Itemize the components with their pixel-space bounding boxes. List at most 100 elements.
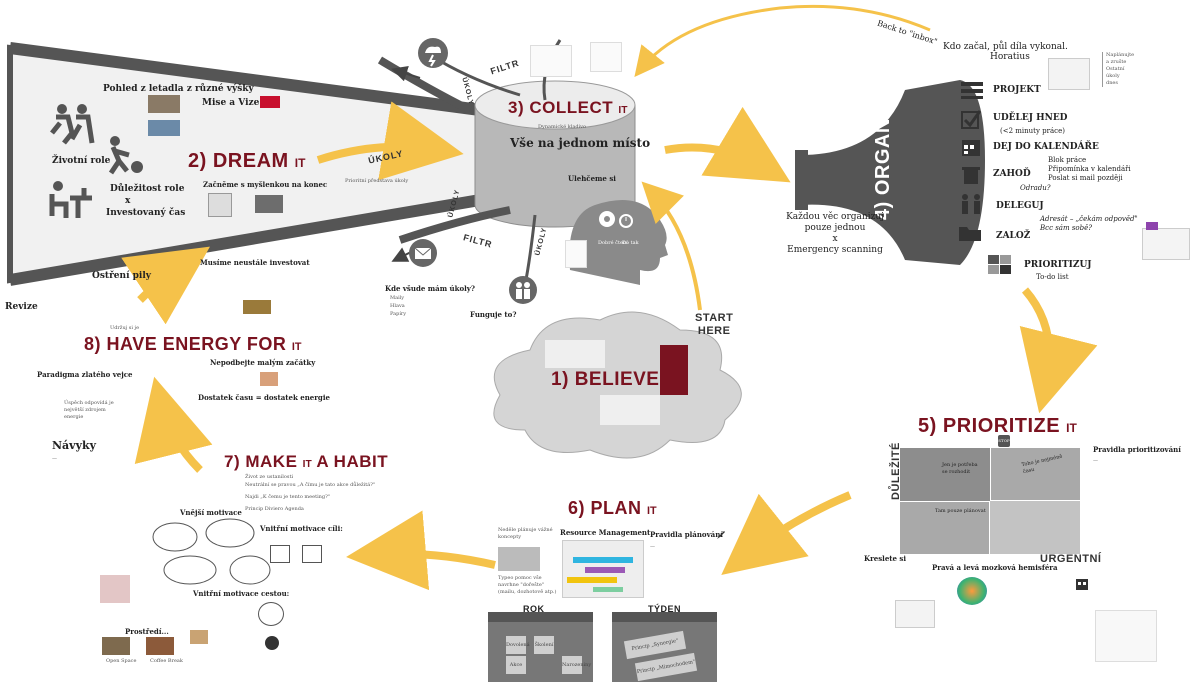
brain-hemispheres: Pravá a levá mozková hemisféra xyxy=(932,563,1058,572)
energy-photo xyxy=(243,300,271,314)
side-note-0: Naplánujte xyxy=(1106,52,1135,58)
simplify-label: Ulehčeme si xyxy=(568,174,616,183)
food-photo xyxy=(190,630,208,644)
review-label: Revize xyxy=(5,302,38,312)
checkbox-icon xyxy=(961,110,982,129)
dream-label: DREAM xyxy=(212,150,289,172)
where-item-2: Papíry xyxy=(390,311,407,317)
energy-title: 8) HAVE ENERGY FOR IT xyxy=(84,334,302,355)
start-here: START HERE xyxy=(695,312,733,338)
brain-image xyxy=(957,577,987,605)
organize-prioritize-note: To-do list xyxy=(1036,273,1069,281)
habit-title: 7) MAKE IT A HABIT xyxy=(224,452,388,472)
important-roles: Důležitost role xyxy=(110,184,185,194)
app-badge xyxy=(1146,222,1158,230)
dream-title: 2) DREAM IT xyxy=(188,150,305,173)
works-question: Funguje to? xyxy=(470,310,517,319)
inner-goal: Vnitřní motivace cíli: xyxy=(260,524,343,533)
where-tasks: Kde všude mám úkoly? xyxy=(385,284,475,293)
collect-cylinder xyxy=(474,80,636,228)
stopwatch-icon xyxy=(619,214,633,228)
collect-heading: Vše na jednom místo xyxy=(510,136,651,150)
energy-quote: Úspěch odpovídá je největší zdrojem ener… xyxy=(64,400,114,420)
organize-trash: ZAHOĎ xyxy=(993,169,1031,179)
q3-text: Tam pouze plánovat xyxy=(935,508,986,514)
head-note-1: Do tak xyxy=(622,240,639,246)
habit-suffix: IT xyxy=(302,459,312,470)
wheel-icon-1 xyxy=(270,545,290,563)
arrow-dream-collect xyxy=(316,101,464,181)
q1-text: Jen je potřeba se rozhodit xyxy=(942,462,978,475)
energy-more: Udržuj si je xyxy=(110,325,140,331)
prioritize-suffix: IT xyxy=(1066,421,1077,435)
mail-icon xyxy=(409,239,437,267)
dream-num: 2) xyxy=(188,150,207,172)
must-invest: Musíme neustále investovat xyxy=(200,258,310,267)
circle-diagram xyxy=(258,602,284,626)
habit-rule: Princip Diviero Agenda xyxy=(245,506,304,512)
enough-time: Dostatek času = dostatek energie xyxy=(198,393,330,402)
people-running-icon xyxy=(50,104,95,145)
horatius-quote: Kdo začal, půl díla vykonal. xyxy=(943,42,1068,52)
mission-heading: Mise a Vize xyxy=(202,98,260,108)
organize-suffix: IT xyxy=(878,68,892,80)
dream-heading: Pohled z letadla z různé výšky xyxy=(103,84,254,94)
organize-thumb xyxy=(1048,58,1090,90)
paradigm: Paradigma zlatého vejce xyxy=(37,370,133,379)
organize-calendar: DEJ DO KALENDÁŘE xyxy=(993,142,1099,152)
funnel-text-2: x xyxy=(832,234,838,244)
prioritize-rules: Pravidla prioritizování xyxy=(1093,445,1181,454)
arrow-collect-organize xyxy=(664,106,791,183)
life-roles-label: Životní role xyxy=(52,156,111,166)
small-steps: Nepodbejte malým začátky xyxy=(210,358,316,367)
outer-motivation: Vnější motivace xyxy=(180,508,242,517)
organize-label: ORGANIZE xyxy=(872,85,894,196)
email-thumb xyxy=(1142,228,1190,260)
funnel-text: Každou věc organizuj pouze jednou x Emer… xyxy=(775,212,895,256)
family-icon xyxy=(509,276,537,304)
year-cell-3: Narozeniny xyxy=(562,656,591,674)
habit-tail: A HABIT xyxy=(316,452,389,471)
believe-label: BELIEVE xyxy=(574,369,660,390)
filter-note: Prioritní představa úkoly xyxy=(345,178,409,184)
notebook-note: Neděle plánuje vážné koncepty xyxy=(498,527,553,540)
arrow-prioritize-plan xyxy=(721,491,852,575)
organize-delegate-note: Adresát – „čekám odpověď" Bcc sám sobě? xyxy=(1040,215,1138,232)
funeral-photo xyxy=(255,195,283,213)
gantt-chart xyxy=(562,540,644,598)
year-cell-0: Dovolená xyxy=(506,636,530,654)
arrow-energy-dream xyxy=(121,246,210,325)
resource-management: Resource Management xyxy=(560,528,651,537)
organize-now: UDĚLEJ HNED xyxy=(993,113,1068,123)
gravestone-photo xyxy=(208,193,232,217)
draw-yourself: Kreslete si xyxy=(864,554,907,563)
organize-project: PROJEKT xyxy=(993,85,1041,95)
important-axis: DŮLEŽITÉ xyxy=(890,442,902,500)
desk-worker-icon xyxy=(49,181,92,218)
open-space-photo xyxy=(102,637,130,655)
storm-cloud-icon xyxy=(418,38,448,68)
collect-suffix: IT xyxy=(618,105,628,116)
inner-path: Vnitřní motivace cestou: xyxy=(193,589,290,598)
prioritize-label: PRIORITIZE xyxy=(942,415,1061,437)
organize-funnel xyxy=(800,80,985,265)
year-label: ROK xyxy=(523,604,545,614)
start-with-end: Začněme s myšlenkou na konec xyxy=(203,180,328,189)
habits-heading: Návyky xyxy=(52,439,96,452)
habit-neutral: Neutrální se pravou „A čímu je tato akce… xyxy=(245,482,376,488)
stop-sign: STOP xyxy=(998,435,1010,447)
coffee-photo xyxy=(146,637,174,655)
plan-label: PLAN xyxy=(590,498,642,518)
collect-num: 3) xyxy=(508,98,525,117)
wheel-icon-2 xyxy=(302,545,322,563)
where-item-1: Hlava xyxy=(390,303,405,309)
arrow-inbox xyxy=(634,4,931,78)
arrow-believe-collect xyxy=(641,181,702,311)
calendar-icon xyxy=(962,140,980,156)
believe-slide-1 xyxy=(545,340,605,368)
habits-text: — xyxy=(52,456,57,462)
gear-icon xyxy=(265,636,279,650)
plan-rules-list: — xyxy=(650,544,655,550)
habit-label: MAKE xyxy=(245,452,298,471)
habit-life: Život ze ustanilosti xyxy=(245,474,294,480)
